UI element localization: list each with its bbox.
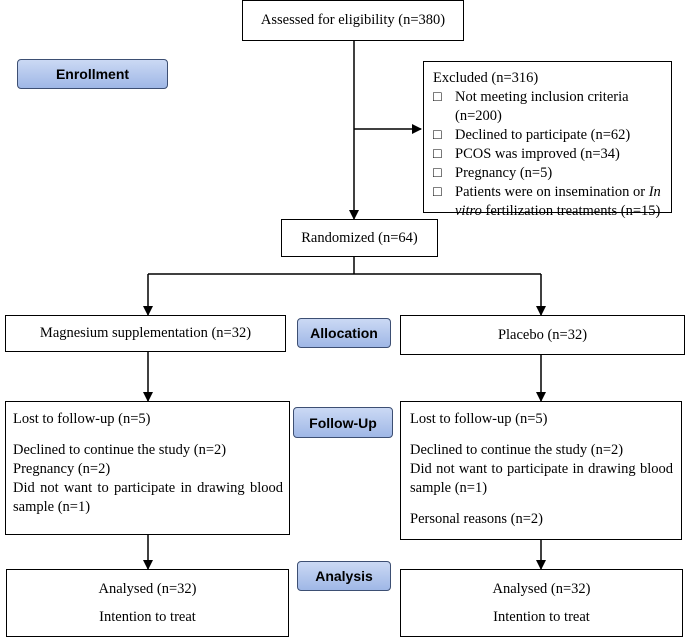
left-reason: Declined to continue the study (n=2) bbox=[13, 442, 227, 458]
checkbox-icon: □ bbox=[433, 146, 442, 162]
stage-allocation: Allocation bbox=[297, 318, 391, 348]
assessed-box: Assessed for eligibility (n=380) bbox=[242, 0, 464, 41]
left-analysed-label: Analysed (n=32) bbox=[98, 581, 197, 597]
checkbox-icon: □ bbox=[433, 165, 442, 181]
stage-analysis: Analysis bbox=[297, 561, 391, 591]
excluded-box: Excluded (n=316) □ Not meeting inclusion… bbox=[423, 61, 672, 219]
right-lost-label: Lost to follow-up (n=5) bbox=[410, 411, 548, 427]
stage-enrollment-label: Enrollment bbox=[55, 66, 130, 82]
stage-allocation-label: Allocation bbox=[310, 325, 378, 341]
checkbox-icon: □ bbox=[433, 127, 442, 143]
excluded-item-label: Declined to participate (n=62) bbox=[455, 127, 631, 143]
right-reason: Did not want to participate in drawing b… bbox=[410, 461, 673, 496]
right-allocation-box: Placebo (n=32) bbox=[400, 315, 685, 355]
excluded-item-label-part1: Patients were on insemination or bbox=[455, 184, 649, 200]
stage-follow-up-label: Follow-Up bbox=[309, 414, 377, 431]
left-allocation-box: Magnesium supplementation (n=32) bbox=[5, 315, 286, 352]
checkbox-icon: □ bbox=[433, 89, 442, 105]
right-reason: Declined to continue the study (n=2) bbox=[410, 442, 624, 458]
left-itt-label: Intention to treat bbox=[99, 609, 196, 625]
excluded-item: □ Pregnancy (n=5) bbox=[433, 164, 663, 183]
right-itt-label: Intention to treat bbox=[493, 609, 590, 625]
left-allocation-text: Magnesium supplementation (n=32) bbox=[39, 325, 252, 341]
excluded-item-label: Not meeting inclusion criteria (n=200) bbox=[455, 89, 629, 124]
left-reason: Did not want to participate in drawing b… bbox=[13, 480, 283, 515]
stage-enrollment: Enrollment bbox=[17, 59, 168, 89]
checkbox-icon: □ bbox=[433, 184, 442, 200]
left-lost-label: Lost to follow-up (n=5) bbox=[13, 411, 151, 427]
left-reason: Pregnancy (n=2) bbox=[13, 461, 111, 477]
right-allocation-text: Placebo (n=32) bbox=[497, 326, 588, 343]
excluded-item: □ PCOS was improved (n=34) bbox=[433, 145, 663, 164]
excluded-item-label-italic: In vitro bbox=[455, 184, 661, 219]
stage-analysis-label: Analysis bbox=[315, 568, 373, 584]
randomized-text: Randomized (n=64) bbox=[301, 229, 418, 246]
left-followup-box: Lost to follow-up (n=5) Declined to cont… bbox=[5, 401, 290, 535]
assessed-text: Assessed for eligibility (n=380) bbox=[260, 12, 446, 28]
excluded-item-label-part2: fertilization treatments (n=15) bbox=[481, 203, 661, 219]
excluded-item: □ Declined to participate (n=62) bbox=[433, 126, 663, 145]
excluded-title: Excluded (n=316) bbox=[433, 70, 539, 86]
right-followup-box: Lost to follow-up (n=5) Declined to cont… bbox=[400, 401, 682, 540]
excluded-item: □ Not meeting inclusion criteria (n=200) bbox=[433, 88, 663, 126]
excluded-item-label: Pregnancy (n=5) bbox=[455, 165, 553, 181]
right-analysis-box: Analysed (n=32) Intention to treat bbox=[400, 569, 683, 637]
right-personal-reasons: Personal reasons (n=2) bbox=[410, 511, 544, 527]
right-analysed-label: Analysed (n=32) bbox=[492, 581, 591, 597]
excluded-item-label: PCOS was improved (n=34) bbox=[455, 146, 620, 162]
excluded-item: □ Patients were on insemination or In vi… bbox=[433, 183, 663, 221]
randomized-box: Randomized (n=64) bbox=[281, 219, 438, 257]
stage-follow-up: Follow-Up bbox=[293, 407, 393, 438]
left-analysis-box: Analysed (n=32) Intention to treat bbox=[6, 569, 289, 637]
excluded-item-label: Patients were on insemination or In vitr… bbox=[455, 183, 663, 221]
